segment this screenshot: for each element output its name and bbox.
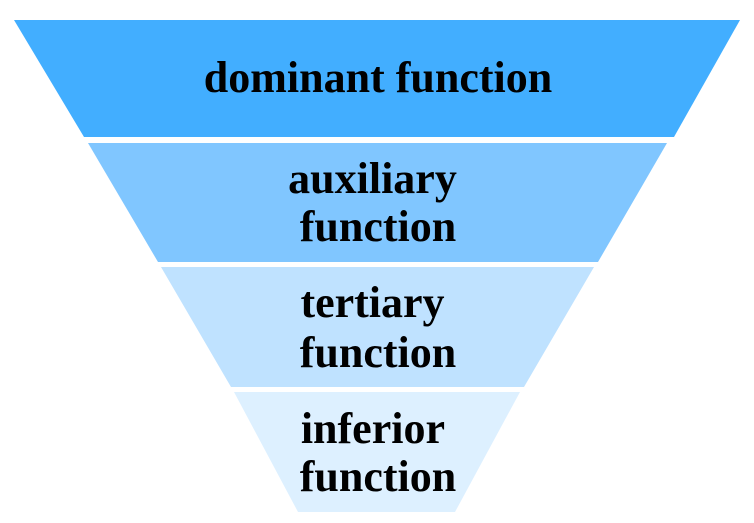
tier-dominant-label-line-1: dominant function bbox=[204, 53, 552, 102]
tier-inferior-band bbox=[234, 392, 520, 512]
tier-inferior-label-line-2: function bbox=[300, 452, 456, 501]
tier-auxiliary-label: auxiliary function bbox=[288, 154, 468, 251]
tier-tertiary-label: tertiary function bbox=[300, 278, 456, 377]
tier-tertiary: tertiary function bbox=[161, 267, 594, 387]
tier-tertiary-label-line-2: function bbox=[300, 328, 456, 377]
tier-tertiary-band bbox=[161, 267, 594, 387]
tier-auxiliary: auxiliary function bbox=[88, 143, 667, 262]
tier-dominant-band bbox=[14, 20, 740, 137]
tier-inferior-label-line-1: inferior bbox=[301, 404, 445, 453]
tier-auxiliary-label-line-1: auxiliary bbox=[288, 154, 457, 203]
tier-dominant-label: dominant function bbox=[204, 53, 552, 102]
tier-auxiliary-label-line-2: function bbox=[300, 202, 456, 251]
tier-inferior-label: inferior function bbox=[300, 404, 456, 501]
tier-inferior: inferior function bbox=[234, 392, 520, 512]
tier-dominant: dominant function bbox=[14, 20, 740, 137]
tier-auxiliary-band bbox=[88, 143, 667, 262]
tier-tertiary-label-line-1: tertiary bbox=[300, 278, 444, 327]
